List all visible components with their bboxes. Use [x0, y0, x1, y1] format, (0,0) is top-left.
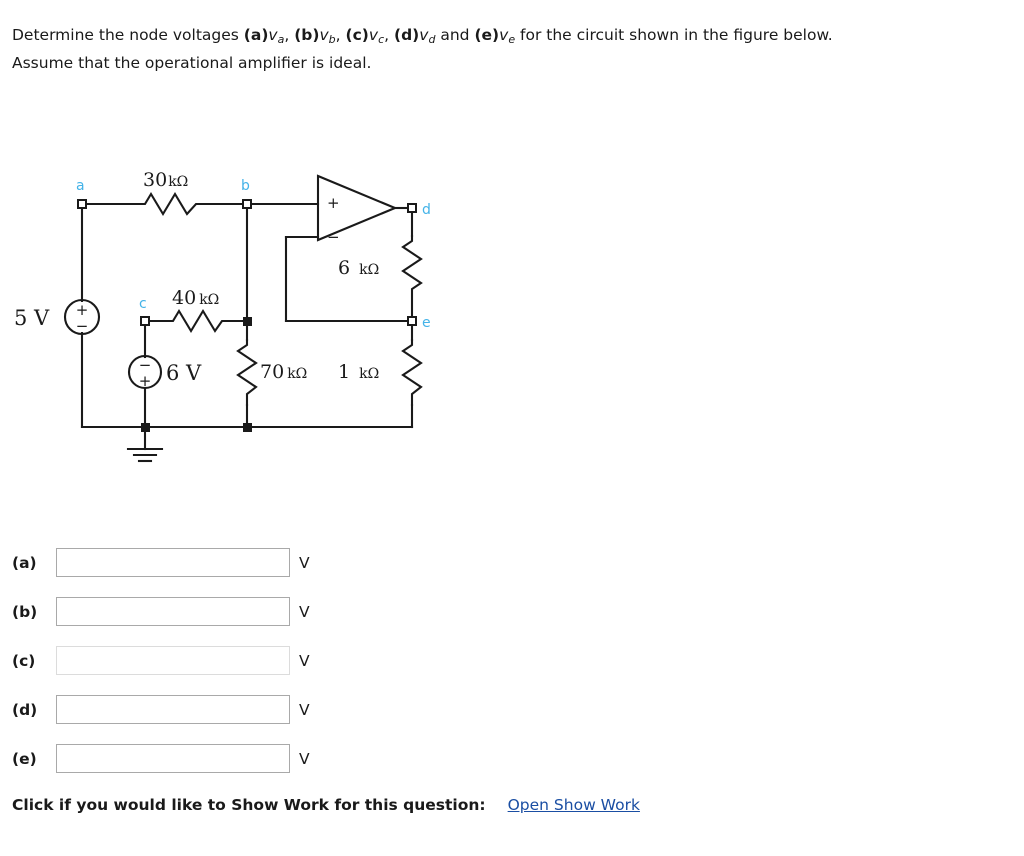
source-6v-minus-sign: − [139, 356, 152, 374]
junction-dot-ground-b [243, 423, 252, 432]
answer-row-b: (b) V [12, 587, 432, 636]
resistor-30k-unit: kΩ [168, 174, 188, 190]
resistor-70k-unit: kΩ [287, 366, 307, 382]
answer-row-a: (a) V [12, 538, 432, 587]
question-part-c: (c)vc, [345, 26, 394, 46]
node-label-e: e [422, 315, 431, 331]
part-subscript-d: d [428, 33, 436, 46]
source-5v-label: 5 V [14, 306, 50, 330]
open-show-work-link[interactable]: Open Show Work [507, 796, 640, 814]
junction-dot-b-branch [243, 317, 252, 326]
answer-unit-e: V [299, 749, 310, 768]
source-6v-plus-sign: + [139, 372, 152, 390]
answer-row-d: (d) V [12, 685, 432, 734]
node-label-c: c [139, 296, 147, 312]
resistor-30k-symbol [138, 191, 207, 217]
opamp-plus-sign: + [327, 194, 340, 212]
part-tag-a: (a) [243, 26, 269, 44]
answer-input-b[interactable] [56, 597, 290, 626]
resistor-1k-label: 1 kΩ [338, 361, 379, 383]
resistor-30k-value: 30 [143, 169, 167, 191]
junction-dot-ground-c [141, 423, 150, 432]
resistor-40k-value: 40 [172, 287, 196, 309]
show-work-prompt: Click if you would like to Show Work for… [12, 796, 486, 814]
part-symbol-d: v [419, 26, 429, 44]
part-tag-c: (c) [345, 26, 369, 44]
show-work-bar: Click if you would like to Show Work for… [12, 796, 640, 814]
part-subscript-c: c [378, 33, 385, 46]
answer-unit-c: V [299, 651, 310, 670]
resistor-40k-symbol [166, 308, 233, 334]
answer-input-a[interactable] [56, 548, 290, 577]
source-5v-plus-sign: + [76, 301, 89, 319]
part-symbol-e: v [499, 26, 509, 44]
resistor-1k-value: 1 [338, 361, 350, 383]
part-subscript-b: b [328, 33, 336, 46]
resistor-6k-label: 6 kΩ [338, 257, 379, 279]
answer-input-c[interactable] [56, 646, 290, 675]
answer-unit-b: V [299, 602, 310, 621]
answer-input-d[interactable] [56, 695, 290, 724]
answer-unit-a: V [299, 553, 310, 572]
resistor-6k-value: 6 [338, 257, 350, 279]
answer-list: (a) V (b) V (c) V (d) V (e) V [12, 538, 432, 783]
part-sep-d: and [435, 26, 475, 44]
part-tag-e: (e) [474, 26, 500, 44]
answer-label-b: (b) [12, 602, 38, 621]
node-label-d: d [422, 202, 431, 218]
terminal-node-d [407, 203, 417, 213]
resistor-70k-value: 70 [260, 361, 284, 383]
part-sep-c: , [384, 26, 394, 44]
part-symbol-a: v [268, 26, 278, 44]
opamp-body [316, 174, 398, 242]
resistor-70k-symbol [236, 338, 258, 407]
question-prompt: Determine the node voltages (a)va, (b)vb… [12, 22, 1018, 77]
question-part-a: (a)va, [243, 26, 295, 46]
node-label-b: b [241, 178, 250, 194]
question-part-d: (d)vd and [393, 26, 475, 46]
answer-label-c: (c) [12, 651, 36, 670]
source-6v-label: 6 V [166, 361, 202, 385]
question-part-b: (b)vb, [294, 26, 346, 46]
terminal-node-c [140, 316, 150, 326]
question-part-e: (e)ve [474, 26, 516, 46]
answer-row-e: (e) V [12, 734, 432, 783]
resistor-1k-symbol [401, 338, 423, 407]
part-symbol-c: v [368, 26, 379, 44]
resistor-1k-unit: kΩ [359, 366, 379, 382]
resistor-6k-symbol [401, 234, 423, 319]
part-tag-d: (d) [393, 26, 420, 44]
terminal-node-e [407, 316, 417, 326]
resistor-30k-label: 30kΩ [143, 169, 188, 191]
resistor-6k-unit: kΩ [359, 262, 379, 278]
source-5v-body [63, 298, 101, 336]
source-5v-minus-sign: − [76, 317, 89, 335]
part-tag-b: (b) [294, 26, 320, 44]
part-sep-b: , [335, 26, 346, 44]
resistor-40k-unit: kΩ [199, 292, 219, 308]
question-text-tail: for the circuit shown in the figure belo… [515, 26, 833, 44]
node-label-a: a [76, 178, 85, 194]
part-subscript-a: a [277, 33, 285, 46]
answer-label-a: (a) [12, 553, 37, 572]
question-assumption-line: Assume that the operational amplifier is… [12, 54, 372, 72]
answer-unit-d: V [299, 700, 310, 719]
terminal-node-a [77, 199, 87, 209]
opamp-minus-sign: − [327, 228, 340, 246]
terminal-node-b [242, 199, 252, 209]
part-symbol-b: v [319, 26, 329, 44]
answer-input-e[interactable] [56, 744, 290, 773]
part-subscript-e: e [508, 33, 516, 46]
answer-label-e: (e) [12, 749, 37, 768]
part-sep-a: , [284, 26, 295, 44]
answer-label-d: (d) [12, 700, 38, 719]
question-text-lead: Determine the node voltages [12, 26, 244, 44]
answer-row-c: (c) V [12, 636, 432, 685]
